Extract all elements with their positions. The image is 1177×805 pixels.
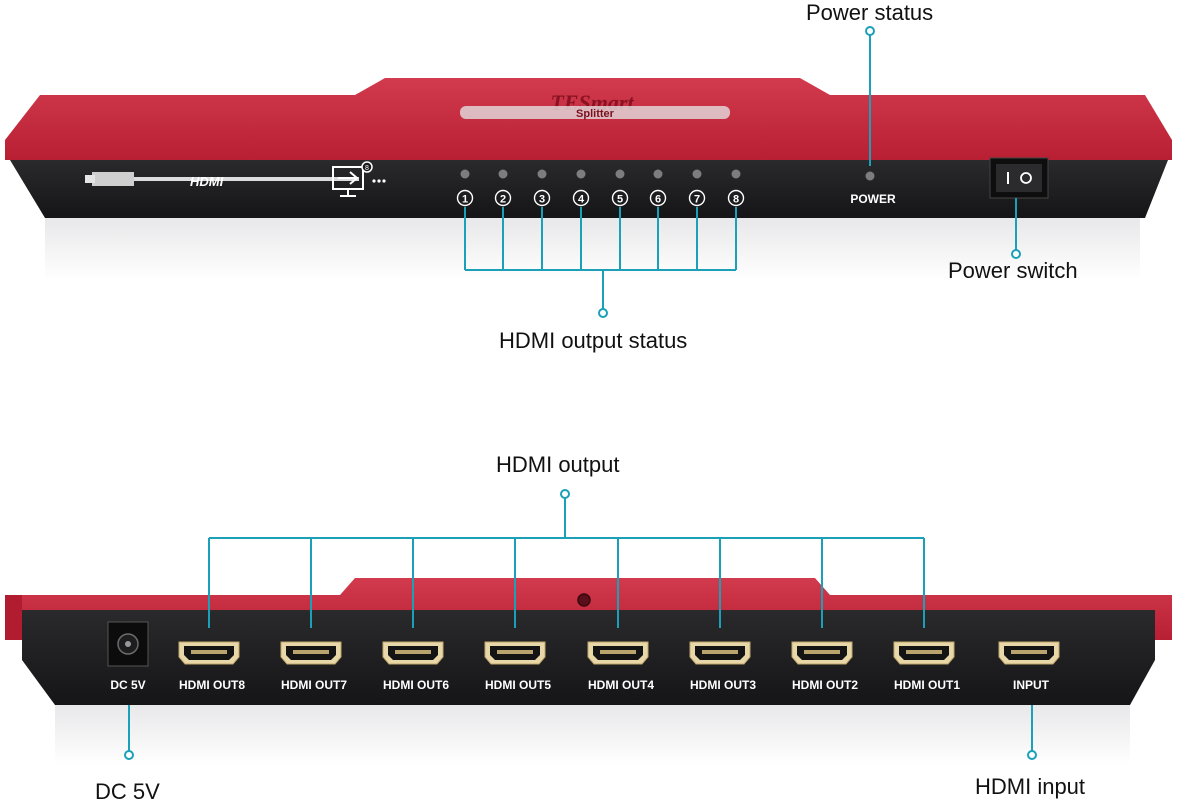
hdmi-out-port-2	[791, 641, 853, 665]
hdmi-out-port-5	[484, 641, 546, 665]
led-number-4: 4	[578, 194, 585, 206]
rear-callout-lines	[128, 497, 1033, 752]
led-number-ring-1	[456, 189, 474, 207]
hdmi-out-label-1: HDMI OUT1	[894, 678, 960, 692]
led-number-ring-3	[533, 189, 551, 207]
power-led	[865, 171, 875, 181]
led-number-ring-5	[611, 189, 629, 207]
led-group: 1 2 3 4 5 6 7 8	[456, 169, 745, 207]
hdmi-out-label-8: HDMI OUT8	[179, 678, 245, 692]
led-number-1: 1	[462, 194, 468, 206]
led-number-ring-7	[688, 189, 706, 207]
hdmi-out-port-7	[280, 641, 342, 665]
hdmi-out-port-1	[893, 641, 955, 665]
front-callout-lines	[464, 34, 1017, 313]
rear-reflection	[55, 705, 1130, 765]
power-switch[interactable]	[989, 157, 1049, 199]
hdmi-out-port-3	[689, 641, 751, 665]
hdmi-out-port-6	[382, 641, 444, 665]
hdmi-out-label-5: HDMI OUT5	[485, 678, 551, 692]
dc-port-label: DC 5V	[110, 678, 145, 692]
led-number-3: 3	[539, 194, 545, 206]
model-label: Splitter	[576, 108, 615, 120]
model-plate	[460, 106, 730, 119]
led-number-ring-4	[572, 189, 590, 207]
led-7	[692, 169, 702, 179]
hdmi-input-label: INPUT	[1013, 678, 1050, 692]
hdmi-out-label-4: HDMI OUT4	[588, 678, 654, 692]
hdmi-input-port	[998, 641, 1060, 665]
callout-power-status: Power status	[806, 0, 934, 25]
led-number-7: 7	[694, 194, 700, 206]
front-callout-dots	[598, 26, 1021, 318]
led-number-5: 5	[617, 194, 623, 206]
callout-power-switch: Power switch	[948, 258, 1078, 283]
led-number-ring-2	[494, 189, 512, 207]
rear-screw	[577, 593, 591, 607]
led-3	[537, 169, 547, 179]
dc-jack	[107, 621, 149, 667]
callout-hdmi-output-status: HDMI output status	[499, 328, 688, 353]
led-4	[576, 169, 586, 179]
led-1	[460, 169, 470, 179]
port-group: HDMI OUT8 HDMI OUT7 HDMI OUT6 HDMI OUT5 HDMI…	[178, 641, 1060, 692]
hdmi-out-label-3: HDMI OUT3	[690, 678, 756, 692]
svg-text:8: 8	[365, 165, 369, 172]
led-number-ring-6	[649, 189, 667, 207]
led-number-ring-8	[727, 189, 745, 207]
led-6	[653, 169, 663, 179]
hdmi-out-port-8	[178, 641, 240, 665]
power-label: POWER	[850, 192, 896, 206]
hdmi-logo-text: HDMI	[190, 174, 224, 189]
hdmi-out-label-2: HDMI OUT2	[792, 678, 858, 692]
led-number-8: 8	[733, 194, 739, 206]
hdmi-cable-graphic: HDMI 8	[85, 161, 386, 197]
rear-callout-dots	[124, 489, 1037, 760]
callout-dc-5v: DC 5V	[95, 779, 160, 804]
led-5	[615, 169, 625, 179]
hdmi-out-label-6: HDMI OUT6	[383, 678, 449, 692]
callout-hdmi-input: HDMI input	[975, 774, 1086, 799]
led-2	[498, 169, 508, 179]
hdmi-out-port-4	[587, 641, 649, 665]
led-number-6: 6	[655, 194, 661, 206]
rear-red-left-edge	[5, 595, 22, 640]
hdmi-out-label-7: HDMI OUT7	[281, 678, 347, 692]
led-number-2: 2	[500, 194, 506, 206]
led-8	[731, 169, 741, 179]
callout-hdmi-output: HDMI output	[496, 452, 620, 477]
front-black-face	[10, 160, 1168, 218]
